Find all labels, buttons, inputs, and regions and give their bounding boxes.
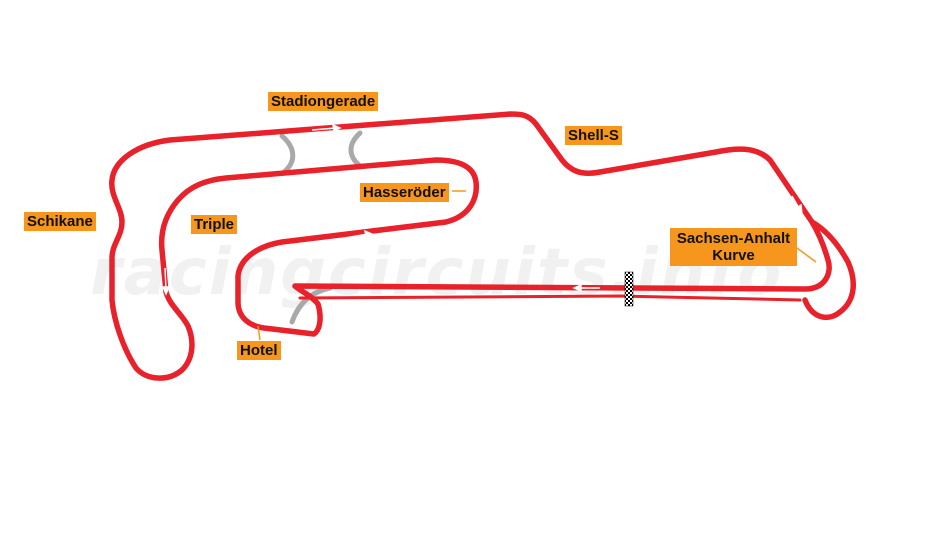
label-leaders (257, 190, 817, 341)
label-sachsen-anhalt-line1: Sachsen-Anhalt (676, 230, 791, 247)
sachsen-anhalt-leader (796, 247, 817, 263)
direction-arrow-icon (791, 195, 803, 216)
stadion-link-right (348, 130, 363, 169)
sachsen-anhalt-loop (802, 219, 856, 321)
runoff-links (279, 130, 363, 325)
hotel-link (289, 285, 333, 325)
label-sachsen-anhalt-kurve: Sachsen-Anhalt Kurve (670, 228, 797, 266)
label-sachsen-anhalt-line2: Kurve (712, 247, 755, 264)
track-outline (109, 111, 832, 381)
checkered-flag-icon (624, 271, 634, 307)
label-triple: Triple (191, 215, 238, 234)
direction-arrow-icon (311, 123, 342, 133)
label-schikane: Schikane (24, 212, 96, 231)
direction-arrow-icon (344, 229, 374, 239)
direction-arrow-icon (572, 283, 600, 293)
label-hasseroder: Hasseröder (360, 183, 449, 202)
label-hotel: Hotel (237, 341, 281, 360)
hotel-leader (257, 325, 261, 341)
stadion-link-left (279, 133, 296, 175)
label-shell-s: Shell-S (565, 126, 622, 145)
label-stadiongerade: Stadiongerade (268, 92, 379, 111)
direction-arrow-icon (161, 267, 171, 296)
direction-arrows (161, 123, 803, 296)
pit-lane (298, 294, 802, 302)
